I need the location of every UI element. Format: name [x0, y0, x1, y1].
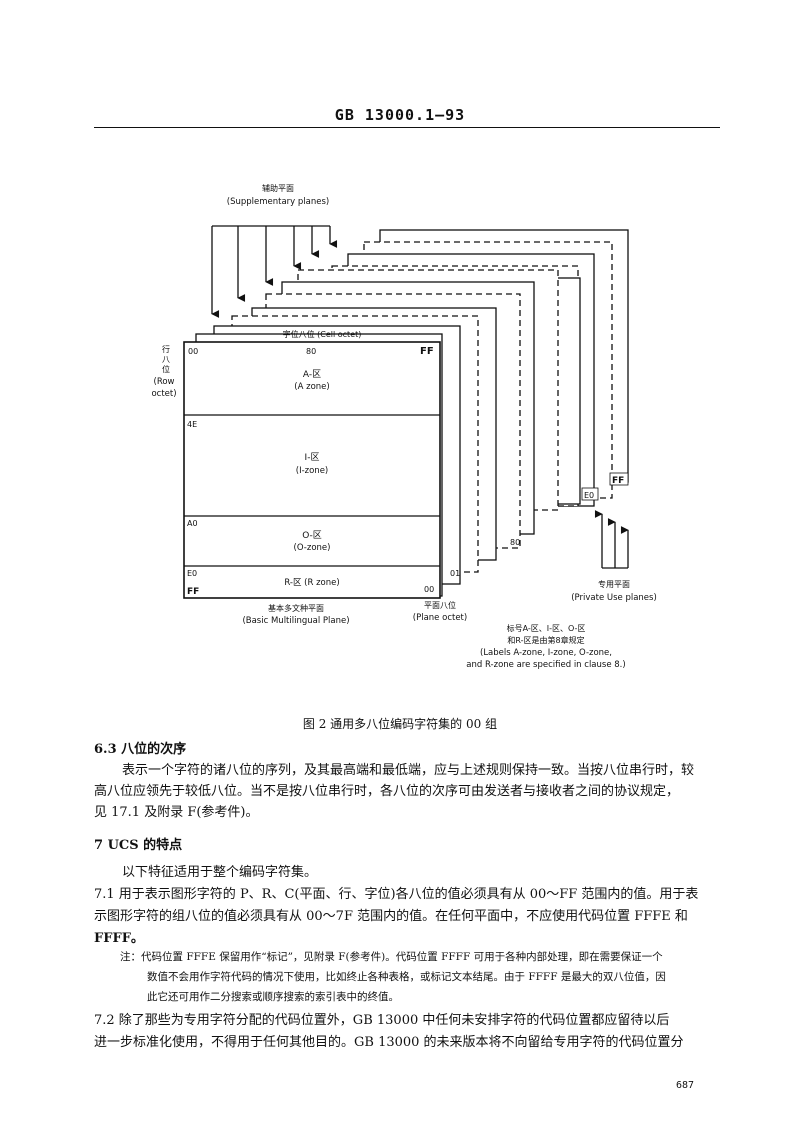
plane-e0-box — [581, 487, 599, 501]
row-a0: A0 — [187, 519, 198, 528]
zone-o-en: (O-zone) — [294, 543, 331, 553]
section-6-3-heading: 6.3 八位的次序 — [94, 742, 187, 757]
row-ff-bottom: FF — [187, 587, 199, 597]
section-7-heading: 7 UCS 的特点 — [94, 838, 183, 853]
note-line-2: 数值不会用作字符代码的情况下使用，比如终止各种表格，或标记文本结尾。由于 FFF… — [147, 971, 666, 983]
plane-e0: E0 — [584, 491, 594, 500]
zone-note-en-1: (Labels A-zone, I-zone, O-zone, — [480, 648, 612, 658]
header-rule — [94, 127, 720, 128]
row-4e: 4E — [187, 420, 197, 429]
supplementary-label-en: (Supplementary planes) — [227, 197, 329, 207]
page-number: 687 — [676, 1080, 695, 1091]
clause-7-1-line-2: 示图形字符的组八位的值必须具有从 00～7F 范围内的值。在任何平面中，不应使用… — [94, 909, 688, 924]
supplementary-arrows — [211, 225, 338, 318]
corner-ff-top: FF — [420, 346, 434, 357]
zone-a-cn: A-区 — [303, 369, 321, 380]
zone-o-cn: O-区 — [302, 530, 322, 541]
private-use-cn: 专用平面 — [598, 579, 630, 589]
section-6-3-line-3: 见 17.1 及附录 F(参考件)。 — [94, 805, 259, 820]
zone-i-en: (I-zone) — [296, 466, 329, 476]
running-header: GB 13000.1—93 — [334, 106, 466, 124]
corner-00: 00 — [188, 347, 198, 356]
note-line-3: 此它还可用作二分搜索或顺序搜索的索引表中的终值。 — [147, 991, 399, 1003]
private-use-en: (Private Use planes) — [571, 593, 657, 603]
zone-i-cn: I-区 — [305, 452, 320, 463]
zone-r: R-区 (R zone) — [284, 578, 339, 588]
clause-7-1-line-3: FFFF。 — [94, 931, 144, 946]
row-octet-cn-3: 位 — [162, 364, 170, 374]
row-octet-cn-1: 行 — [162, 344, 170, 354]
cell-00-bottom: 00 — [424, 585, 434, 594]
plane-80: 80 — [510, 538, 520, 547]
section-6-3-line-2: 高八位应领先于较低八位。当不是按八位串行时，各八位的次序可由发送者与接收者之间的… — [94, 784, 680, 799]
note-line-1: 注：代码位置 FFFE 保留用作“标记”，见附录 F(参考件)。代码位置 FFF… — [120, 951, 663, 963]
plane-ff-box — [609, 472, 629, 486]
cell-80: 80 — [306, 347, 316, 356]
bmp-label-en: (Basic Multilingual Plane) — [242, 616, 349, 626]
supplementary-label-cn: 辅助平面 — [262, 183, 294, 193]
figure-caption: 图 2 通用多八位编码字符集的 00 组 — [302, 717, 498, 731]
private-use-arrows — [594, 510, 629, 569]
plane-ff: FF — [612, 476, 624, 486]
zone-a-en: (A zone) — [294, 382, 329, 392]
plane-octet-cn: 平面八位 — [424, 600, 456, 610]
zone-note-en-2: and R-zone are specified in clause 8.) — [466, 660, 625, 670]
zone-note-cn-2: 和R-区是由第8章规定 — [507, 635, 584, 645]
bmp-label-cn: 基本多文种平面 — [268, 603, 324, 613]
clause-7-1-line-1: 7.1 用于表示图形字符的 P、R、C(平面、行、字位)各八位的值必须具有从 0… — [94, 887, 699, 902]
row-e0: E0 — [187, 569, 197, 578]
plane-01: 01 — [450, 569, 460, 578]
section-7-intro: 以下特征适用于整个编码字符集。 — [122, 865, 318, 880]
row-octet-en-1: (Row — [154, 377, 175, 387]
front-plane — [183, 341, 441, 599]
row-octet-cn-2: 八 — [162, 355, 170, 364]
clause-7-2-line-2: 进一步标准化使用，不得用于任何其他目的。GB 13000 的未来版本将不向留给专… — [94, 1035, 684, 1050]
zone-note-cn-1: 标号A-区、I-区、O-区 — [507, 623, 586, 633]
row-octet-en-2: octet) — [151, 389, 176, 399]
cell-octet-label: 字位八位 (Cell octet) — [283, 329, 362, 339]
clause-7-2-line-1: 7.2 除了那些为专用字符分配的代码位置外，GB 13000 中任何未安排字符的… — [94, 1013, 670, 1028]
figure-diagram: 辅助平面 (Supplementary planes) 字位八位 (Cell o… — [151, 183, 657, 670]
plane-octet-en: (Plane octet) — [413, 613, 467, 623]
section-6-3-line-1: 表示一个字符的诸八位的序列，及其最高端和最低端，应与上述规则保持一致。当按八位串… — [122, 763, 695, 778]
